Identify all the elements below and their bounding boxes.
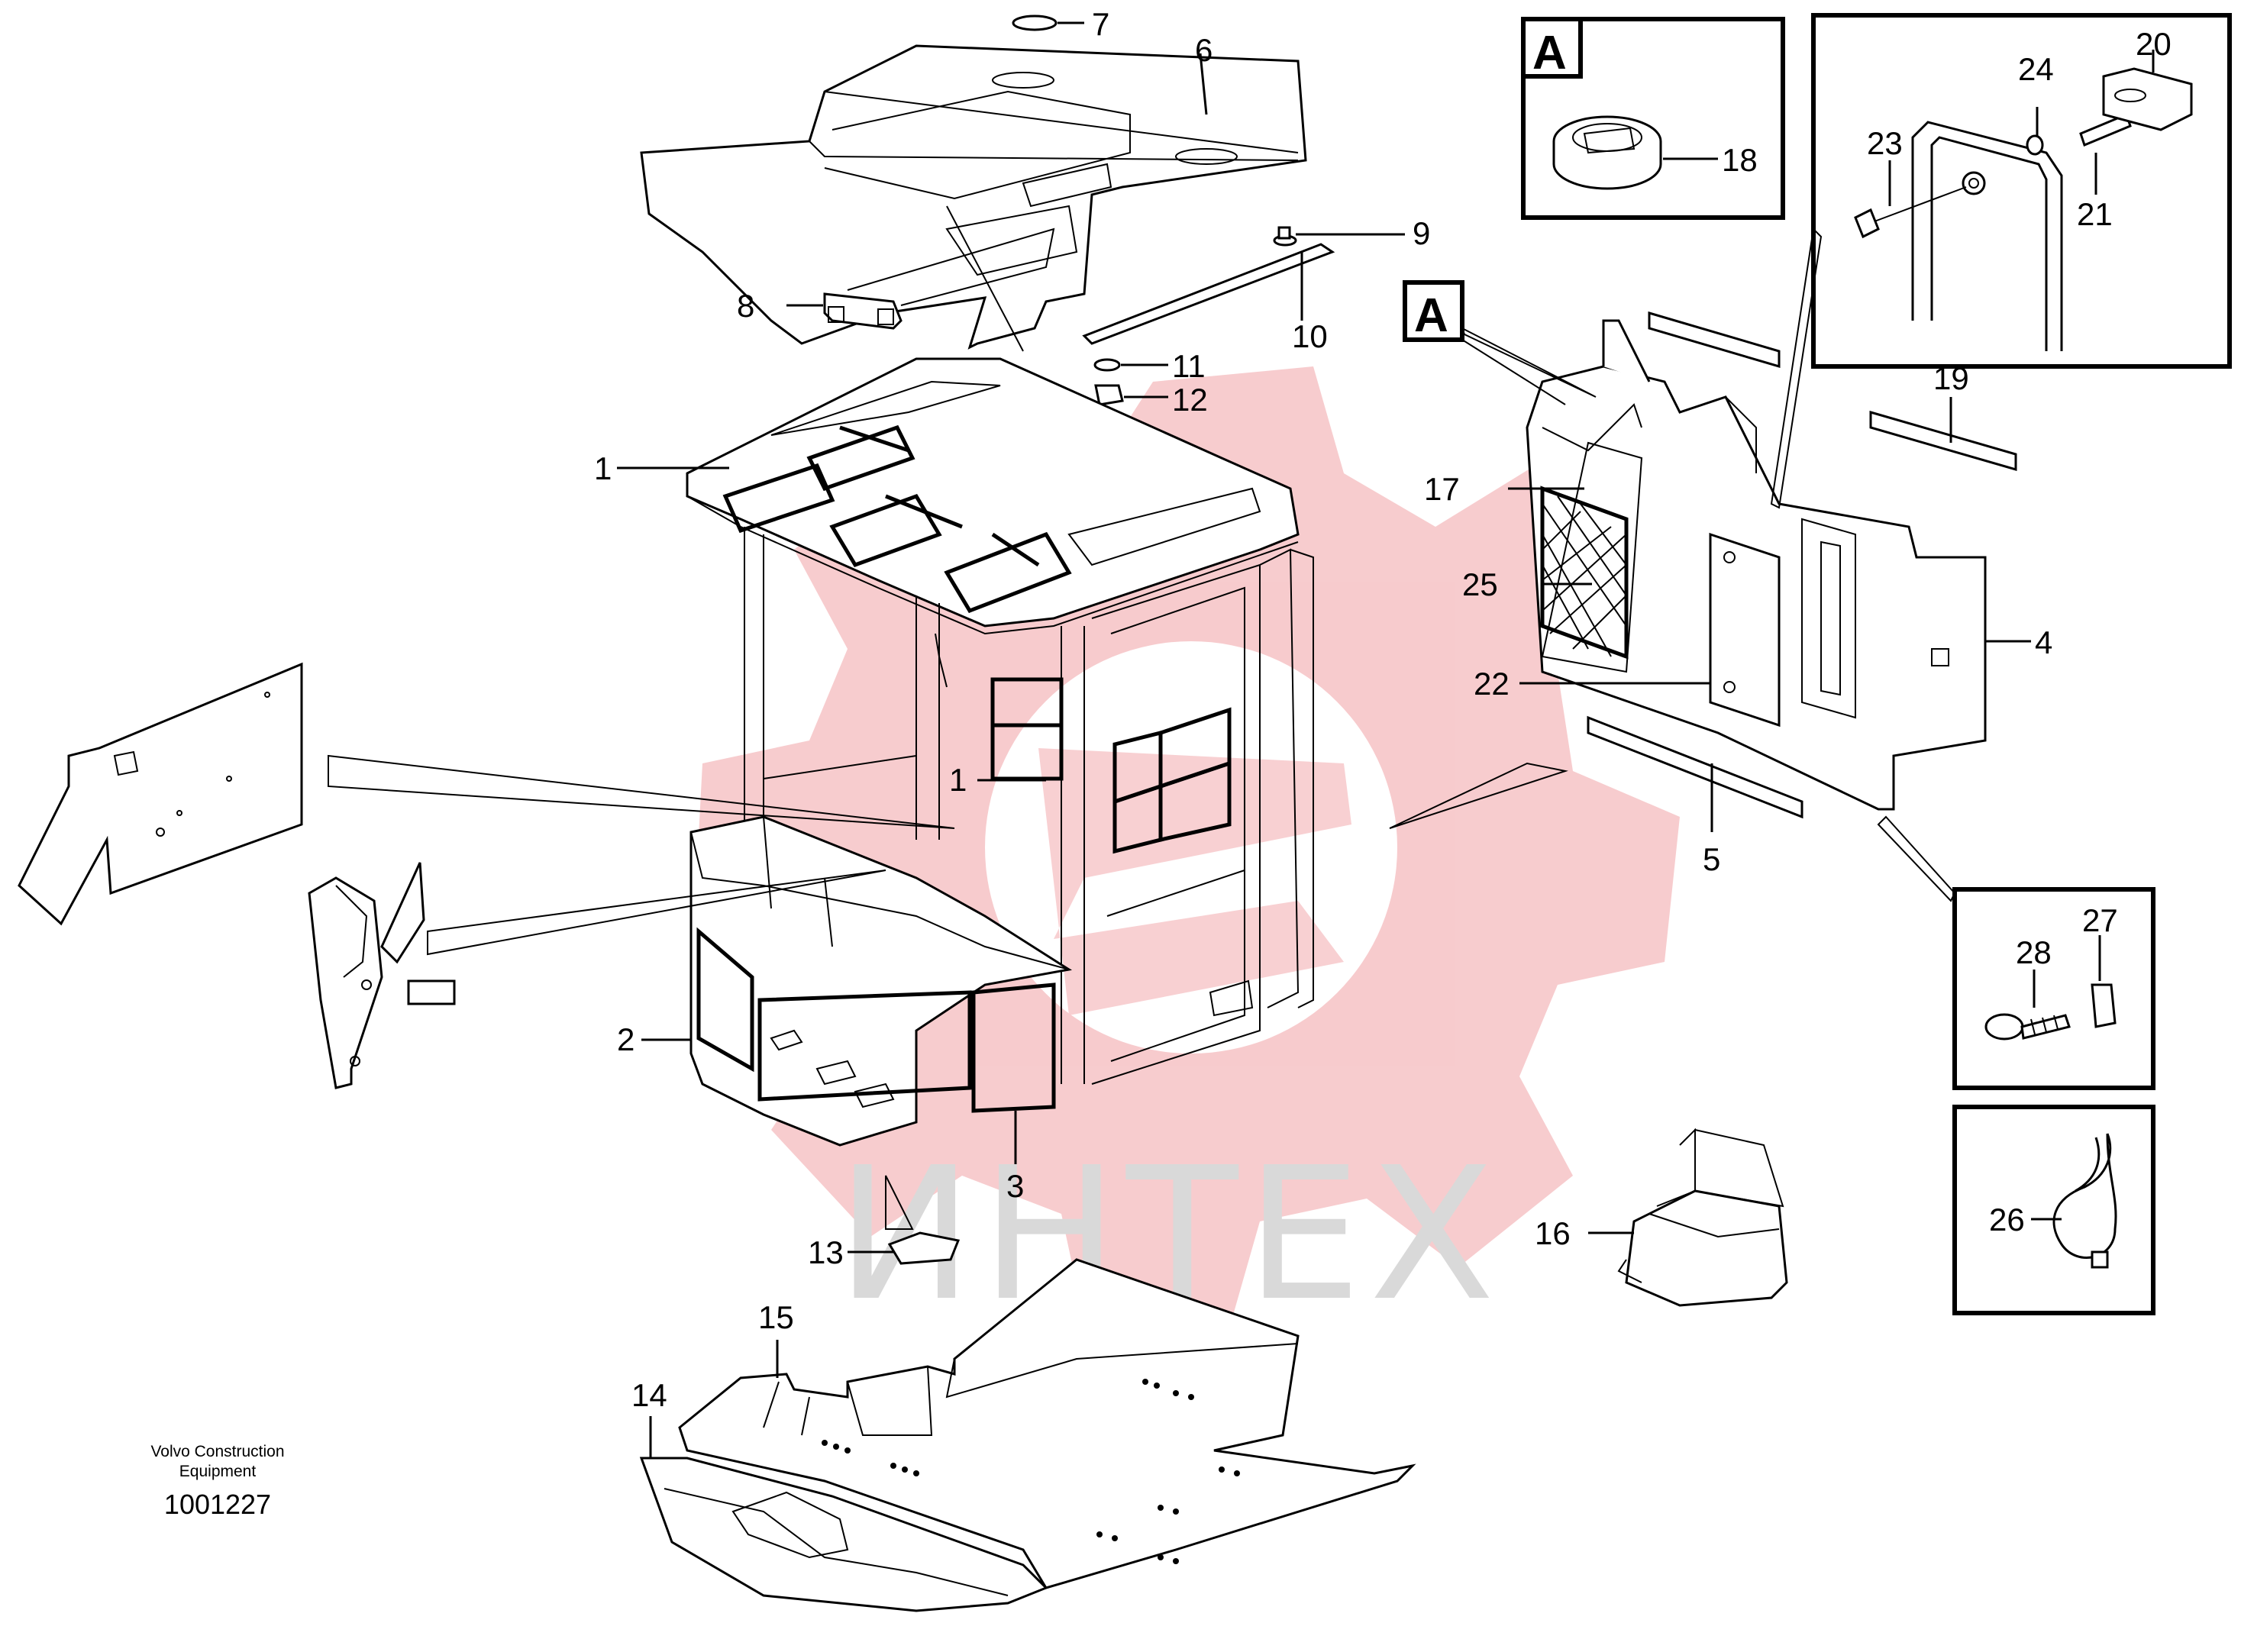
seal-strip-part-5 xyxy=(1587,715,1803,819)
storage-box-part-16 xyxy=(1617,1128,1788,1307)
callout-12: 12 xyxy=(1172,382,1208,418)
screw-part-28 xyxy=(1984,1013,2071,1041)
callout-24: 24 xyxy=(2018,51,2054,87)
callout-23: 23 xyxy=(1867,125,1903,161)
seal-strip-part-10 xyxy=(1082,243,1335,345)
callout-15: 15 xyxy=(758,1299,794,1335)
roof-cover-part-6 xyxy=(640,44,1307,352)
detail-a-label: A xyxy=(1414,289,1448,342)
callout-18: 18 xyxy=(1722,142,1758,178)
callout-20: 20 xyxy=(2136,26,2172,62)
detail-a-inset-box xyxy=(1521,17,1785,220)
callout-1-top: 1 xyxy=(594,450,612,486)
callout-25: 25 xyxy=(1462,566,1498,602)
plug-part-7 xyxy=(1012,15,1058,31)
cable-tie-part-26 xyxy=(2052,1133,2117,1269)
callout-13: 13 xyxy=(808,1234,844,1270)
grab-handle-detail xyxy=(1911,121,2063,351)
nut-part-12 xyxy=(1094,384,1124,406)
detail-handle-inset-box xyxy=(1811,13,2232,369)
maker-line-2: Equipment xyxy=(179,1463,257,1480)
cover-plate-part-22 xyxy=(1709,532,1781,728)
callout-19: 19 xyxy=(1933,360,1969,396)
grommet-part-18 xyxy=(1552,115,1662,190)
detail-a-label-box xyxy=(1403,280,1464,342)
bracket-part-8 xyxy=(823,292,903,330)
screw-part-9 xyxy=(1273,226,1297,247)
clip-nut-part-27 xyxy=(2091,983,2117,1028)
callout-27: 27 xyxy=(2082,902,2118,938)
screw-part-21 xyxy=(2079,112,2132,147)
callout-3: 3 xyxy=(1006,1168,1024,1204)
floor-plate-part-15 xyxy=(678,1258,1416,1589)
side-panel-left xyxy=(18,662,303,926)
washer-part-11 xyxy=(1093,358,1121,372)
callout-16: 16 xyxy=(1535,1215,1571,1251)
clamp-part-20 xyxy=(2102,67,2193,131)
callout-6: 6 xyxy=(1195,32,1213,68)
callout-21: 21 xyxy=(2077,196,2113,232)
callout-26: 26 xyxy=(1989,1202,2025,1237)
callout-22: 22 xyxy=(1474,666,1510,702)
callout-28: 28 xyxy=(2016,934,2052,970)
detail-screw-inset-box xyxy=(1952,887,2155,1090)
washer-part-24 xyxy=(2026,134,2044,156)
side-bracket-left xyxy=(308,862,456,1089)
callout-7: 7 xyxy=(1092,6,1109,42)
callout-17: 17 xyxy=(1424,471,1460,507)
callout-4: 4 xyxy=(2035,624,2052,660)
callout-8: 8 xyxy=(737,288,754,324)
callout-1-mid: 1 xyxy=(949,762,967,798)
cover-cap-part-13 xyxy=(887,1231,961,1265)
callout-5: 5 xyxy=(1703,841,1720,877)
cab-frame-part-1 xyxy=(686,357,1314,1147)
callout-2: 2 xyxy=(617,1021,635,1057)
floor-mat-part-14 xyxy=(639,1457,1048,1612)
callout-11: 11 xyxy=(1172,348,1206,384)
seal-strip-part-19a xyxy=(1648,311,1781,369)
seal-strip-part-19 xyxy=(1869,411,2017,471)
mesh-filter-part-25 xyxy=(1540,486,1629,660)
knob-part-23 xyxy=(1854,208,1880,239)
callout-14: 14 xyxy=(631,1377,667,1413)
maker-line-1: Volvo Construction xyxy=(150,1443,284,1460)
callout-9: 9 xyxy=(1413,215,1430,251)
detail-cable-tie-inset-box xyxy=(1952,1105,2155,1315)
detail-a-inset-label: A xyxy=(1532,27,1567,79)
drawing-number: 1001227 xyxy=(164,1489,271,1520)
callout-10: 10 xyxy=(1292,318,1328,354)
